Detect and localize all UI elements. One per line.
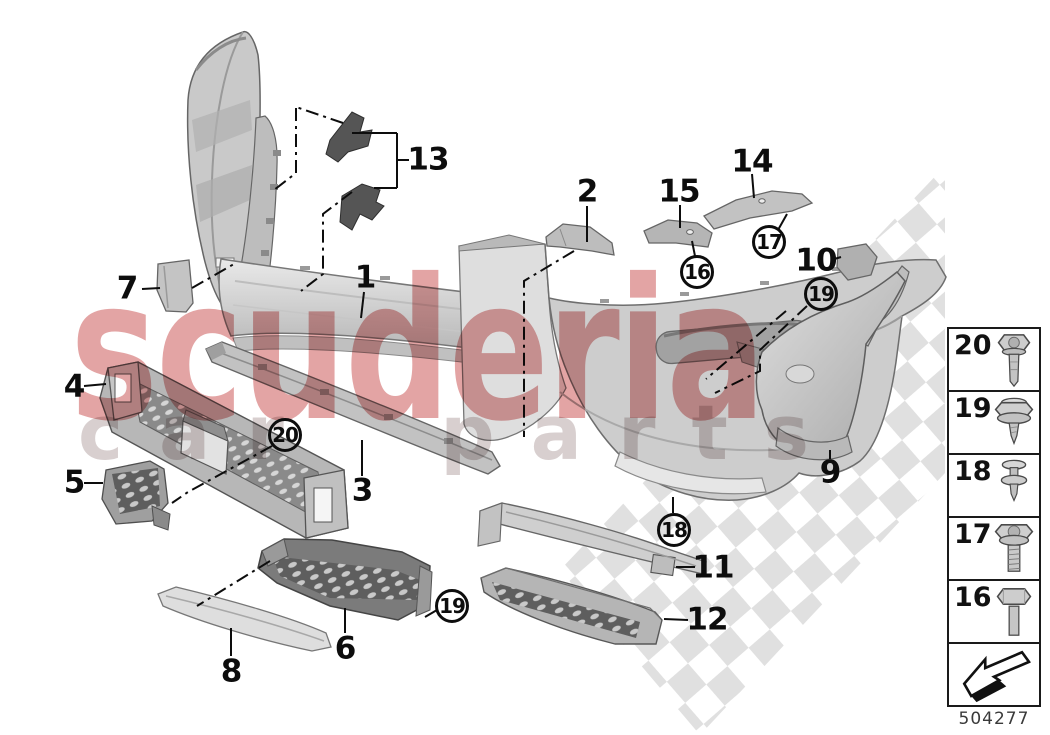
legend-item-20[interactable]: 20 — [949, 329, 1039, 392]
part-7-tow-eye-cover — [156, 259, 194, 313]
legend-item-number: 17 — [954, 519, 992, 550]
hex-bolt-long-icon — [991, 331, 1037, 389]
callout-13[interactable]: 13 — [407, 141, 449, 178]
part-9-wheel-arch-panel — [736, 265, 910, 461]
callout-10[interactable]: 10 — [795, 242, 837, 279]
callout-19-circled[interactable]: 19 — [435, 589, 469, 623]
callout-9[interactable]: 9 — [819, 454, 842, 491]
callout-17-circled[interactable]: 17 — [752, 225, 786, 259]
callout-15[interactable]: 15 — [658, 173, 700, 210]
callout-4[interactable]: 4 — [63, 368, 86, 405]
part-3-lower-trim-strip — [205, 341, 501, 475]
callout-1[interactable]: 1 — [354, 259, 377, 296]
part-5-grille-insert — [101, 460, 171, 531]
part-12-mesh-tray — [480, 567, 663, 645]
leader-lines — [83, 132, 842, 656]
part-14-arch-bracket — [703, 190, 814, 230]
callout-5[interactable]: 5 — [63, 464, 86, 501]
screw-with-washer-icon — [991, 394, 1037, 452]
fastener-legend: 20 19 18 17 16 — [947, 327, 1041, 707]
hex-screw-threaded-washer-icon — [991, 520, 1037, 578]
callout-14[interactable]: 14 — [731, 143, 773, 180]
expansion-rivet-icon — [991, 457, 1037, 515]
diagram-doc-number: 504277 — [958, 709, 1030, 729]
callout-6[interactable]: 6 — [334, 630, 357, 667]
callout-11[interactable]: 11 — [692, 549, 734, 586]
legend-item-number: 16 — [954, 582, 992, 613]
legend-item-19[interactable]: 19 — [949, 392, 1039, 455]
callout-2[interactable]: 2 — [576, 173, 599, 210]
part-10-small-bracket — [836, 243, 878, 281]
callout-7[interactable]: 7 — [116, 270, 139, 307]
callout-20-circled[interactable]: 20 — [268, 418, 302, 452]
callout-18-circled[interactable]: 18 — [657, 513, 691, 547]
legend-item-16[interactable]: 16 — [949, 581, 1039, 644]
legend-item-number: 20 — [954, 330, 992, 361]
hex-bolt-icon — [991, 583, 1037, 641]
part-13-mounting-brackets — [325, 111, 385, 231]
legend-item-17[interactable]: 17 — [949, 518, 1039, 581]
legend-direction-arrow-cell — [949, 644, 1039, 705]
legend-item-18[interactable]: 18 — [949, 455, 1039, 518]
callout-12[interactable]: 12 — [686, 601, 728, 638]
part-6-outer-mesh-grille — [257, 538, 433, 621]
part-2-upper-trim — [545, 223, 615, 256]
callout-8[interactable]: 8 — [220, 653, 243, 690]
part-15-bracket-strip — [643, 219, 713, 248]
leader-lines-dash-dot — [171, 106, 808, 607]
part-11-sill-strip — [477, 502, 707, 577]
direction-arrow-icon — [955, 647, 1033, 703]
legend-item-number: 19 — [954, 393, 992, 424]
part-4-center-grille — [99, 361, 349, 539]
callout-16-circled[interactable]: 16 — [680, 255, 714, 289]
callout-19-circled[interactable]: 19 — [804, 277, 838, 311]
legend-item-number: 18 — [954, 456, 992, 487]
callout-3[interactable]: 3 — [351, 472, 374, 509]
